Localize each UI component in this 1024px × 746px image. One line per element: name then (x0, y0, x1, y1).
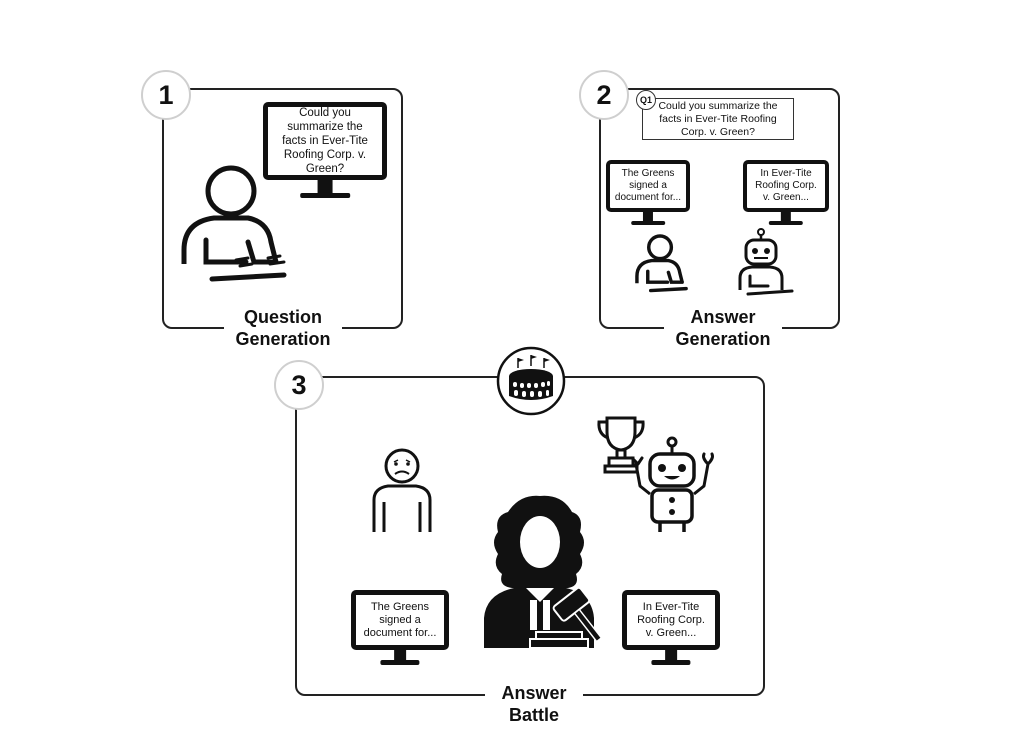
step2-number-badge: 2 (579, 70, 629, 120)
step3-human-answer-screen: The Greens signed a document for... (351, 590, 449, 650)
step2-model-answer-monitor: In Ever-Tite Roofing Corp. v. Green... (743, 160, 829, 226)
step2-caption: Answer Generation (664, 306, 782, 350)
person-typing-icon (181, 165, 287, 282)
step3-caption-line2: Battle (508, 705, 559, 725)
step1-caption-line1: Question (243, 307, 322, 327)
step3-model-answer-monitor: In Ever-Tite Roofing Corp. v. Green... (622, 590, 720, 666)
step3-model-answer-screen: In Ever-Tite Roofing Corp. v. Green... (622, 590, 720, 650)
step2-human-answer-screen: The Greens signed a document for... (606, 160, 690, 212)
judge-with-gavel-icon (484, 495, 603, 649)
step1-question-monitor: Could you summarize the facts in Ever-Ti… (263, 102, 387, 200)
step2-model-answer-screen: In Ever-Tite Roofing Corp. v. Green... (743, 160, 829, 212)
step1-number-badge: 1 (141, 70, 191, 120)
person-typing-icon (635, 234, 688, 293)
trophy-icon (597, 416, 645, 474)
step2-question-tag: Q1 (636, 90, 656, 110)
step3-caption: Answer Battle (485, 682, 583, 726)
step1-caption: Question Generation (224, 306, 342, 350)
step1-caption-line2: Generation (235, 329, 331, 349)
step2-caption-line2: Generation (675, 329, 771, 349)
step3-caption-line1: Answer (501, 683, 567, 703)
happy-robot-icon (630, 436, 714, 532)
step3-number-badge: 3 (274, 360, 324, 410)
robot-typing-icon (738, 228, 794, 296)
step3-human-answer-monitor: The Greens signed a document for... (351, 590, 449, 666)
sad-person-icon (372, 448, 432, 532)
step2-question-box: Could you summarize the facts in Ever-Ti… (642, 98, 794, 140)
step2-caption-line1: Answer (690, 307, 756, 327)
colosseum-icon (496, 346, 566, 416)
step2-human-answer-monitor: The Greens signed a document for... (606, 160, 690, 226)
step1-monitor-screen: Could you summarize the facts in Ever-Ti… (263, 102, 387, 180)
